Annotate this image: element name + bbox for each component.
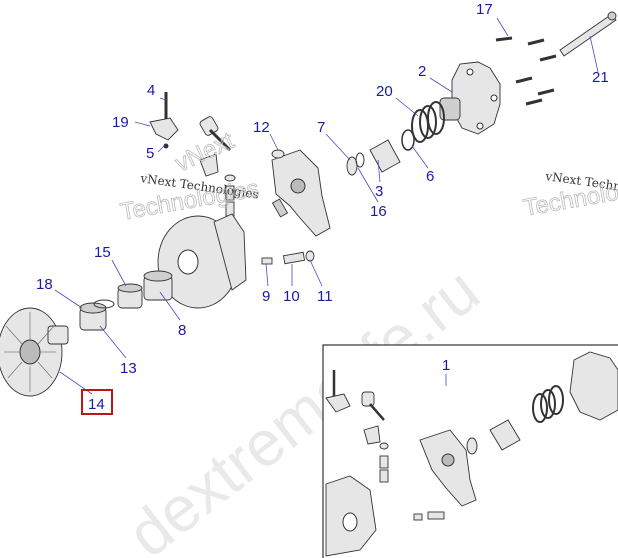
bushing-15-part [117,283,143,309]
callout-12: 12 [253,119,270,136]
bolts-part [495,36,557,106]
cap-part [271,149,285,159]
callout-11: 11 [317,288,333,305]
weight-arm-part [271,149,331,237]
spring-washers-part [401,101,445,151]
callout-3: 3 [375,183,383,200]
callout-2: 2 [418,63,426,80]
callout-8: 8 [178,322,186,339]
bushing-8-part [143,270,173,301]
bushing-13-part [79,299,115,331]
callout-16: 16 [370,203,387,220]
callout-7: 7 [317,119,325,136]
callout-4: 4 [147,82,155,99]
callout-20: 20 [376,83,393,100]
callout-14[interactable]: 14 [88,396,105,413]
callout-17: 17 [476,1,493,18]
callout-19: 19 [112,114,129,131]
fixed-sheave-part [0,307,69,397]
roller-arm-assembly [149,92,232,177]
highlight-box-14[interactable] [81,389,113,415]
bushing-part [369,139,401,173]
assembly-inset: 1 [322,344,618,558]
callout-13: 13 [120,360,137,377]
movable-sheave-part [157,213,247,309]
callout-6: 6 [426,168,434,185]
callout-10: 10 [283,288,300,305]
callout-18: 18 [36,276,53,293]
shaft-part [559,11,617,57]
callout-9: 9 [262,288,270,305]
spider-part [439,61,501,135]
callout-21: 21 [592,69,609,86]
washer-part [346,156,358,176]
oring-part [355,152,365,168]
leader-lines [54,17,599,395]
callout-5: 5 [146,145,154,162]
callout-1: 1 [442,357,450,374]
callout-15: 15 [94,244,111,261]
